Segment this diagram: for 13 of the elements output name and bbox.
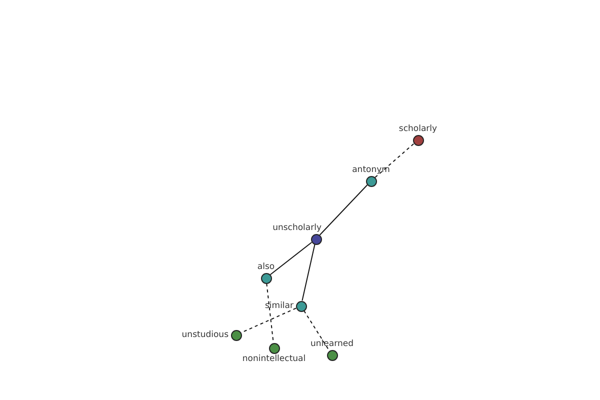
node-label: unscholarly [272,224,322,232]
node-label: scholarly [398,125,438,134]
node-label: also [257,263,275,272]
node-label: unstudious [182,330,228,340]
node-label: unlearned [310,340,354,348]
node-label: nonintellectual [242,354,306,363]
dashed-connector [374,143,414,178]
connector [319,184,368,236]
node-label: similar [265,302,294,310]
connector [302,244,316,302]
dashed-connector [303,310,330,351]
node-label: antonym [352,166,390,174]
connector [270,242,312,276]
